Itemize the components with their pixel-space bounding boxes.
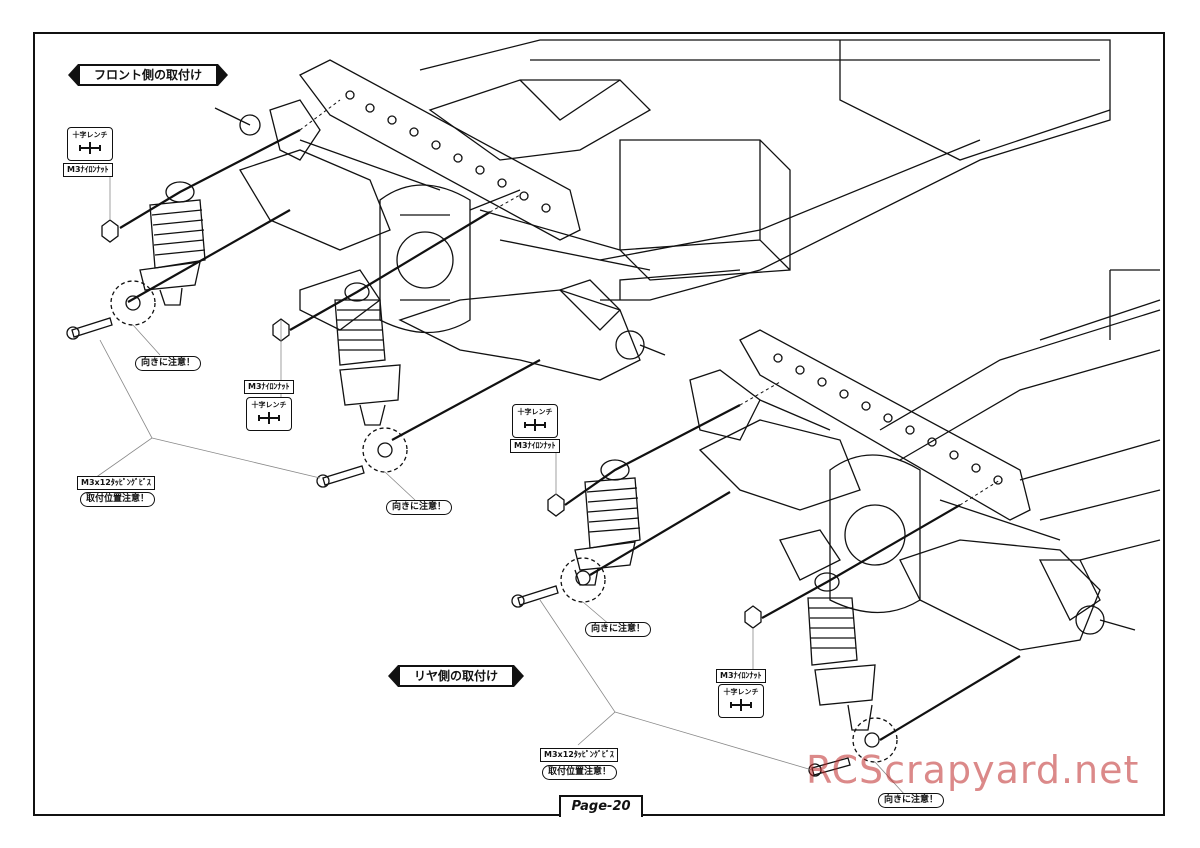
cross-wrench-icon (524, 419, 546, 431)
cross-wrench-label: 十字レンチ (72, 131, 108, 139)
orientation-note-1: 向きに注意！ (135, 356, 202, 371)
nylon-nut-label-3: M3ﾅｲﾛﾝﾅｯﾄ (510, 439, 560, 453)
tapping-screw-label-rear: M3x12ﾀｯﾋﾟﾝｸﾞﾋﾞｽ (540, 748, 618, 762)
cross-wrench-callout-4: 十字レンチ (718, 684, 764, 718)
nylon-nut-label-1: M3ﾅｲﾛﾝﾅｯﾄ (63, 163, 113, 177)
assembly-guide-lines (119, 129, 1021, 741)
front-left-shock (110, 181, 206, 326)
mounting-position-note-front: 取付位置注意！ (80, 492, 156, 507)
rear-left-shock (560, 459, 641, 603)
cross-wrench-label: 十字レンチ (723, 688, 759, 696)
cross-wrench-callout-1: 十字レンチ (67, 127, 113, 161)
rear-shock-tower-holes (773, 353, 1003, 485)
cross-wrench-icon (79, 142, 101, 154)
rear-right-shock (807, 572, 898, 763)
page-number: Page-20 (559, 795, 643, 817)
cross-wrench-callout-2: 十字レンチ (246, 397, 292, 431)
rear-chassis (689, 269, 1161, 651)
cross-wrench-callout-3: 十字レンチ (512, 404, 558, 438)
cross-wrench-label: 十字レンチ (517, 408, 553, 416)
dashed-guides (299, 99, 1001, 506)
cross-wrench-label: 十字レンチ (251, 401, 287, 409)
cross-wrench-icon (258, 412, 280, 424)
nylon-nut-label-4: M3ﾅｲﾛﾝﾅｯﾄ (716, 669, 766, 683)
mounting-position-note-rear: 取付位置注意！ (542, 765, 618, 780)
hardware (66, 219, 851, 777)
front-shock-tower-holes (345, 90, 551, 213)
front-section-header: フロント側の取付け (67, 64, 229, 86)
cross-wrench-icon (730, 699, 752, 711)
front-right-shock (334, 282, 408, 473)
nylon-nut-label-2: M3ﾅｲﾛﾝﾅｯﾄ (244, 380, 294, 394)
rear-section-header: リヤ側の取付け (387, 665, 525, 687)
watermark: RCScrapyard.net (806, 748, 1140, 792)
front-chassis (214, 39, 1111, 381)
tapping-screw-label-front: M3x12ﾀｯﾋﾟﾝｸﾞﾋﾞｽ (77, 476, 155, 490)
orientation-note-3: 向きに注意！ (585, 622, 652, 637)
orientation-note-4: 向きに注意！ (878, 793, 945, 808)
orientation-note-2: 向きに注意！ (386, 500, 453, 515)
